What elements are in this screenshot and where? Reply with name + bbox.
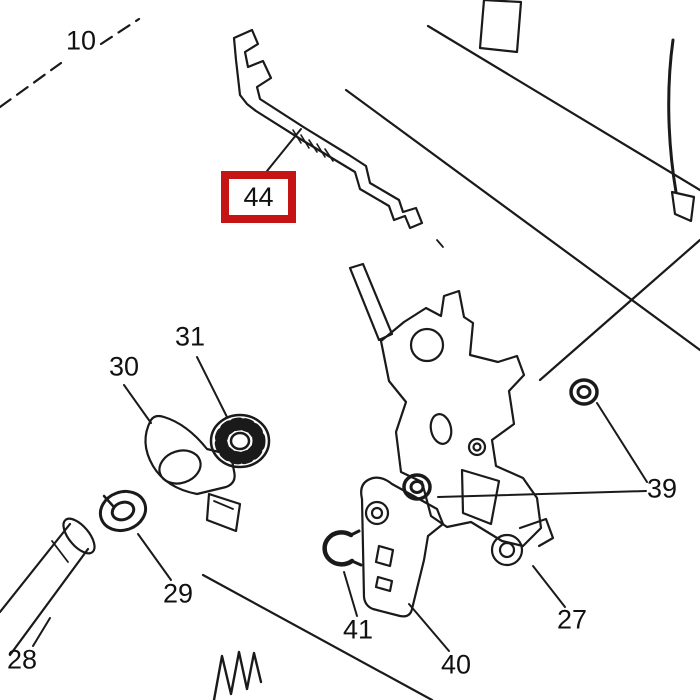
- top-right-bar-part: [478, 0, 523, 54]
- part-29-washer: [98, 489, 148, 533]
- part-39-grommets: [402, 378, 599, 501]
- center-bracket-part: [348, 262, 555, 567]
- part-10-dashed-lines: [0, 17, 141, 109]
- part-label-31: 31: [174, 321, 206, 352]
- part-label-44: 44: [243, 181, 274, 212]
- highlight-box-part-44: 44: [221, 171, 296, 223]
- part-label-30: 30: [108, 351, 140, 382]
- part-28-shaft: [0, 517, 96, 657]
- leader-lines: [32, 128, 648, 652]
- right-rod-part: [667, 38, 696, 223]
- part-label-41: 41: [342, 614, 374, 645]
- part-40-bracket: [360, 476, 445, 618]
- part-label-10: 10: [65, 25, 97, 56]
- part-31-toothed-washer: [209, 413, 271, 469]
- panel-edge-lines: [201, 24, 700, 700]
- part-label-39: 39: [646, 473, 678, 504]
- part-41-eclip: [322, 529, 363, 567]
- part-30-cam-plate: [144, 414, 242, 533]
- part-44-lever: [232, 28, 444, 248]
- bottom-spring-part: [212, 650, 263, 700]
- part-label-40: 40: [440, 649, 472, 680]
- part-label-27: 27: [556, 604, 588, 635]
- part-label-28: 28: [6, 644, 38, 675]
- part-label-29: 29: [162, 578, 194, 609]
